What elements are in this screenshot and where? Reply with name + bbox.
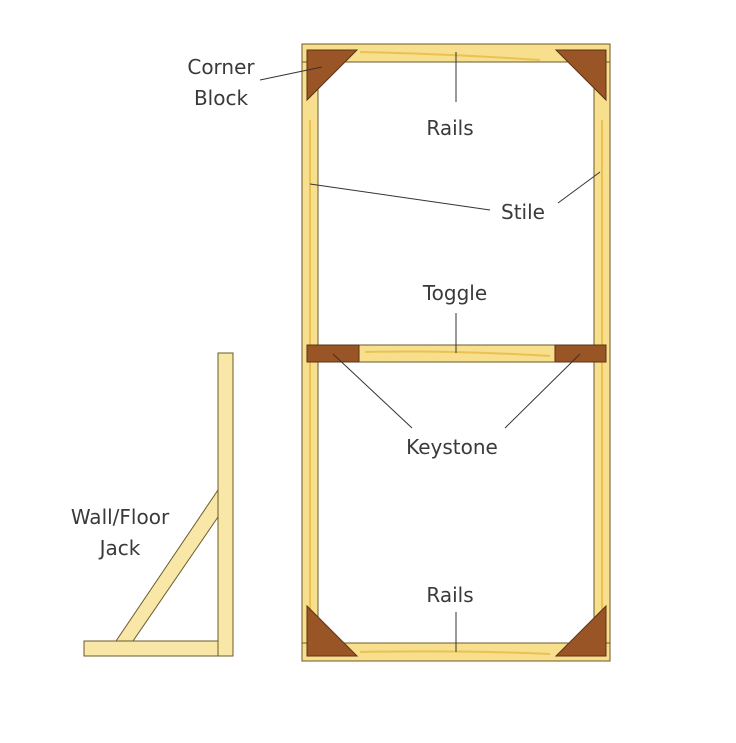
leader-stile-left xyxy=(309,183,491,211)
corner-block-top-right xyxy=(554,49,607,102)
label-wall-floor: Wall/Floor xyxy=(71,505,170,529)
label-keystone: Keystone xyxy=(406,435,498,459)
wood-grain xyxy=(364,350,551,357)
corner-block-bottom-left xyxy=(306,604,359,657)
leader-keystone-right xyxy=(504,353,581,429)
leader-corner-block xyxy=(259,66,323,81)
corner-block-top-left xyxy=(306,49,359,102)
keystone-right xyxy=(554,344,607,363)
wall-floor-jack xyxy=(83,352,234,657)
leader-stile-right xyxy=(557,171,601,204)
label-block: Block xyxy=(194,86,249,110)
label-stile: Stile xyxy=(501,200,545,224)
label-jack: Jack xyxy=(98,536,141,560)
wood-grain xyxy=(359,650,551,655)
wood-grain xyxy=(359,51,541,61)
keystone-left xyxy=(306,344,360,363)
jack-upright xyxy=(217,352,234,657)
jack-base xyxy=(83,640,234,657)
corner-block-bottom-right xyxy=(554,604,607,657)
flat-frame xyxy=(301,43,611,662)
label-rails-bottom: Rails xyxy=(426,583,473,607)
label-corner: Corner xyxy=(187,55,255,79)
leader-keystone-left xyxy=(332,353,413,429)
leader-lines xyxy=(259,52,601,652)
labels: Corner Block Rails Stile Toggle Keystone… xyxy=(71,55,545,607)
label-toggle: Toggle xyxy=(422,281,487,305)
label-rails-top: Rails xyxy=(426,116,473,140)
